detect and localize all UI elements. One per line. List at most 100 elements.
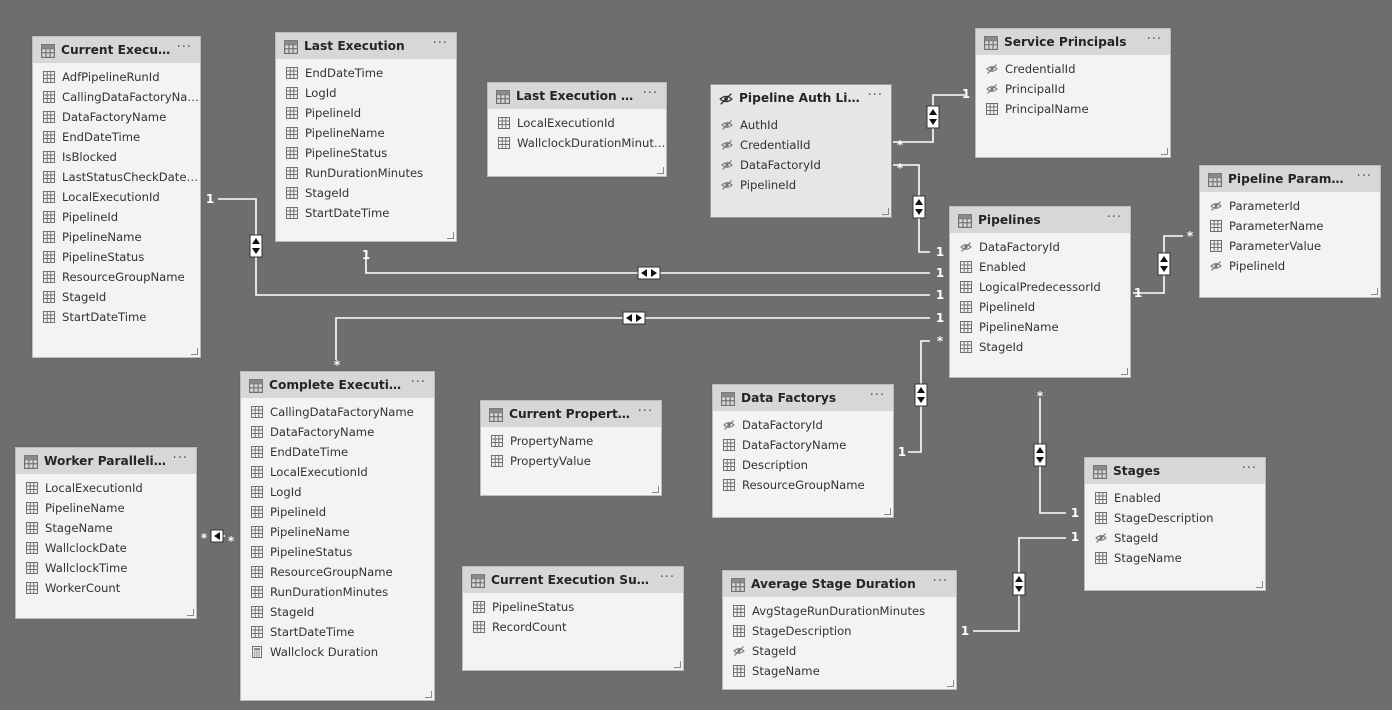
field-row[interactable]: LocalExecutionId [33,187,200,207]
relationship-direction-icon[interactable] [912,195,926,219]
field-row[interactable]: EndDateTime [33,127,200,147]
field-row[interactable]: PipelineStatus [241,542,434,562]
field-row[interactable]: StageName [723,661,956,681]
field-row[interactable]: RunDurationMinutes [241,582,434,602]
more-options-icon[interactable]: ··· [637,404,653,419]
table-card-current-execution[interactable]: Current Execution···AdfPipelineRunIdCall… [32,36,201,358]
more-options-icon[interactable]: ··· [172,451,188,466]
field-row[interactable]: StageDescription [1085,508,1265,528]
field-row[interactable]: DataFactoryId [950,237,1130,257]
table-header[interactable]: Stages··· [1085,458,1265,484]
field-row[interactable]: IsBlocked [33,147,200,167]
table-header[interactable]: Worker Parallelism··· [16,448,196,474]
field-row[interactable]: WallclockDate [16,538,196,558]
relationship-direction-icon[interactable] [1157,252,1171,276]
field-row[interactable]: DataFactoryId [713,415,893,435]
field-row[interactable]: PipelineId [1200,256,1380,276]
resize-handle-pipelines[interactable] [1121,368,1128,375]
field-row[interactable]: ParameterName [1200,216,1380,236]
field-row[interactable]: Description [713,455,893,475]
table-header[interactable]: Current Execution··· [33,37,200,63]
field-row[interactable]: PipelineId [950,297,1130,317]
resize-handle-service-principals[interactable] [1161,148,1168,155]
table-header[interactable]: Average Stage Duration··· [723,571,956,597]
field-row[interactable]: DataFactoryId [711,155,891,175]
field-row[interactable]: PipelineName [950,317,1130,337]
field-row[interactable]: WallclockDurationMinutes [488,133,666,153]
table-header[interactable]: Service Principals··· [976,29,1170,55]
field-row[interactable]: DataFactoryName [241,422,434,442]
table-card-current-execution-summary[interactable]: Current Execution Summary··· PipelineStat… [462,566,684,671]
field-row[interactable]: ResourceGroupName [241,562,434,582]
field-row[interactable]: StartDateTime [241,622,434,642]
field-row[interactable]: StageId [723,641,956,661]
field-row[interactable]: Wallclock Duration [241,642,434,662]
field-row[interactable]: StartDateTime [276,203,456,223]
field-row[interactable]: Enabled [950,257,1130,277]
field-row[interactable]: PropertyName [481,431,661,451]
field-row[interactable]: StageId [241,602,434,622]
field-row[interactable]: PropertyValue [481,451,661,471]
resize-handle-last-execution-summary[interactable] [657,167,664,174]
more-options-icon[interactable]: ··· [176,40,192,55]
field-row[interactable]: LocalExecutionId [241,462,434,482]
field-row[interactable]: Enabled [1085,488,1265,508]
field-row[interactable]: DataFactoryName [33,107,200,127]
more-options-icon[interactable]: ··· [659,570,675,585]
more-options-icon[interactable]: ··· [867,88,883,103]
relationship-direction-icon[interactable] [637,266,661,280]
field-row[interactable]: PipelineStatus [276,143,456,163]
field-row[interactable]: PipelineStatus [463,597,683,617]
more-options-icon[interactable]: ··· [1106,210,1122,225]
field-row[interactable]: EndDateTime [276,63,456,83]
relationship-line-complete-execution-log[interactable] [335,317,930,360]
field-row[interactable]: PrincipalId [976,79,1170,99]
relationship-direction-icon[interactable] [210,529,224,543]
field-row[interactable]: RecordCount [463,617,683,637]
table-header[interactable]: Last Execution··· [276,33,456,59]
more-options-icon[interactable]: ··· [932,574,948,589]
field-row[interactable]: CallingDataFactoryName [241,402,434,422]
table-header[interactable]: Last Execution Sum...··· [488,83,666,109]
field-row[interactable]: PipelineName [16,498,196,518]
relationship-direction-icon[interactable] [926,105,940,129]
table-header[interactable]: Current Execution Summary··· [463,567,683,593]
field-row[interactable]: ParameterId [1200,196,1380,216]
field-row[interactable]: PipelineName [241,522,434,542]
resize-handle-current-execution[interactable] [191,348,198,355]
field-row[interactable]: StageId [1085,528,1265,548]
field-row[interactable]: StageId [950,337,1130,357]
resize-handle-worker-parallelism[interactable] [187,609,194,616]
more-options-icon[interactable]: ··· [642,86,658,101]
field-row[interactable]: ResourceGroupName [33,267,200,287]
field-row[interactable]: LocalExecutionId [488,113,666,133]
field-row[interactable]: RunDurationMinutes [276,163,456,183]
field-row[interactable]: LogicalPredecessorId [950,277,1130,297]
table-card-last-execution-summary[interactable]: Last Execution Sum...··· LocalExecutionId… [487,82,667,177]
field-row[interactable]: WorkerCount [16,578,196,598]
table-card-pipeline-parameters[interactable]: Pipeline Parameters···ParameterIdParamet… [1199,165,1381,298]
relationship-direction-icon[interactable] [1012,572,1026,596]
more-options-icon[interactable]: ··· [432,36,448,51]
relationship-line-pipelines-stages[interactable] [1039,398,1066,514]
table-header[interactable]: Data Factorys··· [713,385,893,411]
field-row[interactable]: PipelineId [33,207,200,227]
field-row[interactable]: PipelineName [33,227,200,247]
relationship-direction-icon[interactable] [622,311,646,325]
relationship-direction-icon[interactable] [1033,443,1047,467]
field-row[interactable]: ResourceGroupName [713,475,893,495]
table-header[interactable]: Pipeline Auth Link··· [711,85,891,111]
resize-handle-pipeline-parameters[interactable] [1371,288,1378,295]
field-row[interactable]: CallingDataFactoryName [33,87,200,107]
relationship-line-last-execution[interactable] [365,259,930,274]
more-options-icon[interactable]: ··· [1356,169,1372,184]
table-header[interactable]: Pipelines··· [950,207,1130,233]
field-row[interactable]: StageDescription [723,621,956,641]
table-card-average-stage-duration[interactable]: Average Stage Duration···AvgStageRunDura… [722,570,957,690]
